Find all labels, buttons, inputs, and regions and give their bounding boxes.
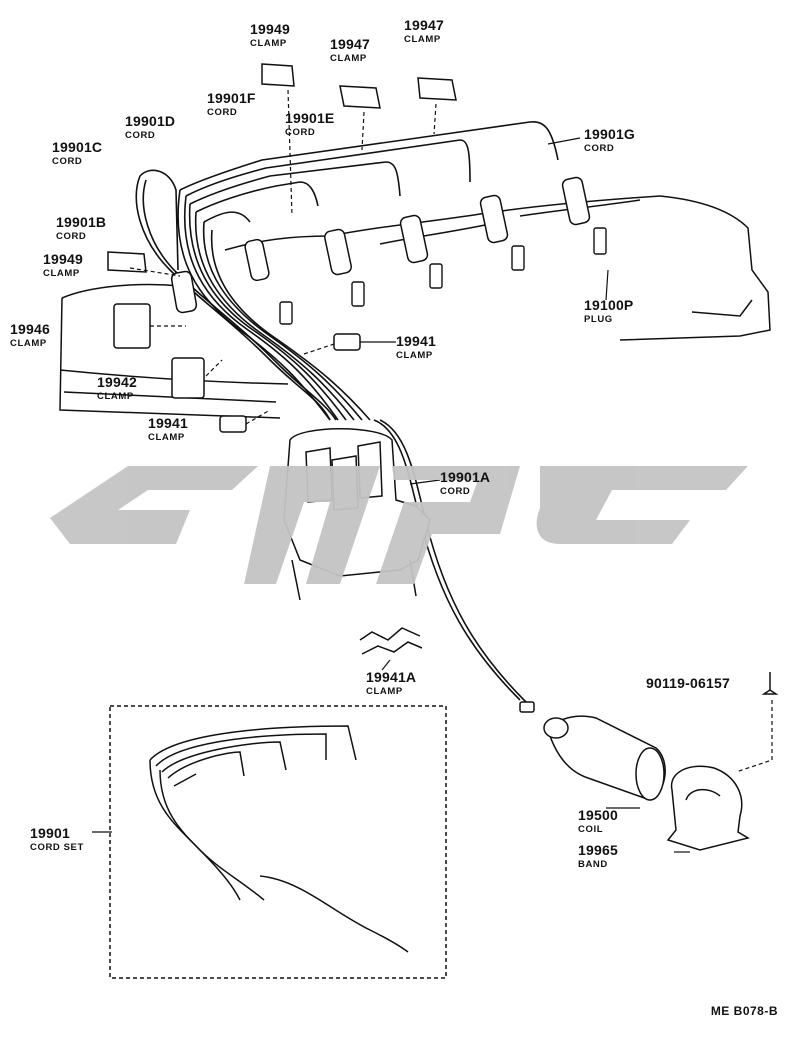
label-cord-set-19901: 19901 CORD SET xyxy=(30,826,84,853)
part-description: CLAMP xyxy=(10,338,47,349)
part-number: 19500 xyxy=(578,807,618,823)
part-number: 19947 xyxy=(330,36,370,52)
part-description: CORD xyxy=(207,107,238,118)
label-clamp-19947-a: 19947 CLAMP xyxy=(330,37,370,64)
part-number: 19941 xyxy=(396,333,436,349)
label-clamp-19947-b: 19947 CLAMP xyxy=(404,18,444,45)
part-number: 19901E xyxy=(285,110,335,126)
part-description: CORD SET xyxy=(30,842,84,853)
label-cord-19901G: 19901G CORD xyxy=(584,127,635,154)
part-description: BAND xyxy=(578,859,608,870)
part-number: 90119-06157 xyxy=(646,675,730,691)
part-description: CORD xyxy=(125,130,156,141)
part-number: 19949 xyxy=(43,251,83,267)
part-description: CLAMP xyxy=(148,432,185,443)
part-description: CLAMP xyxy=(250,38,287,49)
label-cord-19901E: 19901E CORD xyxy=(285,111,334,138)
label-cord-19901C: 19901C CORD xyxy=(52,140,102,167)
ignition-coil xyxy=(519,701,666,801)
part-description: CLAMP xyxy=(396,350,433,361)
label-clamp-19949-top: 19949 CLAMP xyxy=(250,22,290,49)
part-number: 19901G xyxy=(584,126,636,142)
part-description: PLUG xyxy=(584,314,613,325)
part-description: CLAMP xyxy=(404,34,441,45)
part-description: CORD xyxy=(52,156,83,167)
part-description: CORD xyxy=(285,127,316,138)
part-number: 19941A xyxy=(366,669,417,685)
part-number: 19946 xyxy=(10,321,50,337)
clamps xyxy=(107,63,457,655)
label-coil-19500: 19500 COIL xyxy=(578,808,618,835)
cord-set-inset xyxy=(109,705,447,979)
part-number: 19901A xyxy=(440,469,491,485)
part-description: CORD xyxy=(56,231,87,242)
part-number: 19901F xyxy=(207,90,256,106)
label-clamp-19941A: 19941A CLAMP xyxy=(366,670,416,697)
part-description: CLAMP xyxy=(330,53,367,64)
label-clamp-19941-right: 19941 CLAMP xyxy=(396,334,436,361)
part-number: 19942 xyxy=(97,374,137,390)
label-cord-19901D: 19901D CORD xyxy=(125,114,175,141)
label-band-19965: 19965 BAND xyxy=(578,843,618,870)
part-number: 19100P xyxy=(584,297,634,313)
label-clamp-19946: 19946 CLAMP xyxy=(10,322,50,349)
coil-band xyxy=(666,672,779,851)
part-number: 19901D xyxy=(125,113,176,129)
part-number: 19941 xyxy=(148,415,188,431)
label-bolt-90119: 90119-06157 xyxy=(646,676,730,692)
part-number: 19949 xyxy=(250,21,290,37)
label-clamp-19941-left: 19941 CLAMP xyxy=(148,416,188,443)
leader-lines xyxy=(92,89,773,853)
label-cord-19901A: 19901A CORD xyxy=(440,470,490,497)
part-description: CLAMP xyxy=(97,391,134,402)
label-cord-19901F: 19901F CORD xyxy=(207,91,256,118)
drawing-code: ME B078-B xyxy=(710,1004,778,1018)
part-description: CORD xyxy=(584,143,615,154)
part-number: 19901C xyxy=(52,139,103,155)
part-description: CLAMP xyxy=(366,686,403,697)
label-clamp-19942: 19942 CLAMP xyxy=(97,375,137,402)
part-number: 19947 xyxy=(404,17,444,33)
label-clamp-19949-left: 19949 CLAMP xyxy=(43,252,83,279)
spark-plugs xyxy=(279,227,607,325)
part-description: COIL xyxy=(578,824,604,835)
plug-boots xyxy=(170,176,591,314)
watermark-logo xyxy=(50,466,748,584)
part-number: 19965 xyxy=(578,842,618,858)
label-plug-19100P: 19100P PLUG xyxy=(584,298,633,325)
part-description: CORD xyxy=(440,486,471,497)
part-number: 19901B xyxy=(56,214,107,230)
part-number: 19901 xyxy=(30,825,70,841)
part-description: CLAMP xyxy=(43,268,80,279)
label-cord-19901B: 19901B CORD xyxy=(56,215,106,242)
